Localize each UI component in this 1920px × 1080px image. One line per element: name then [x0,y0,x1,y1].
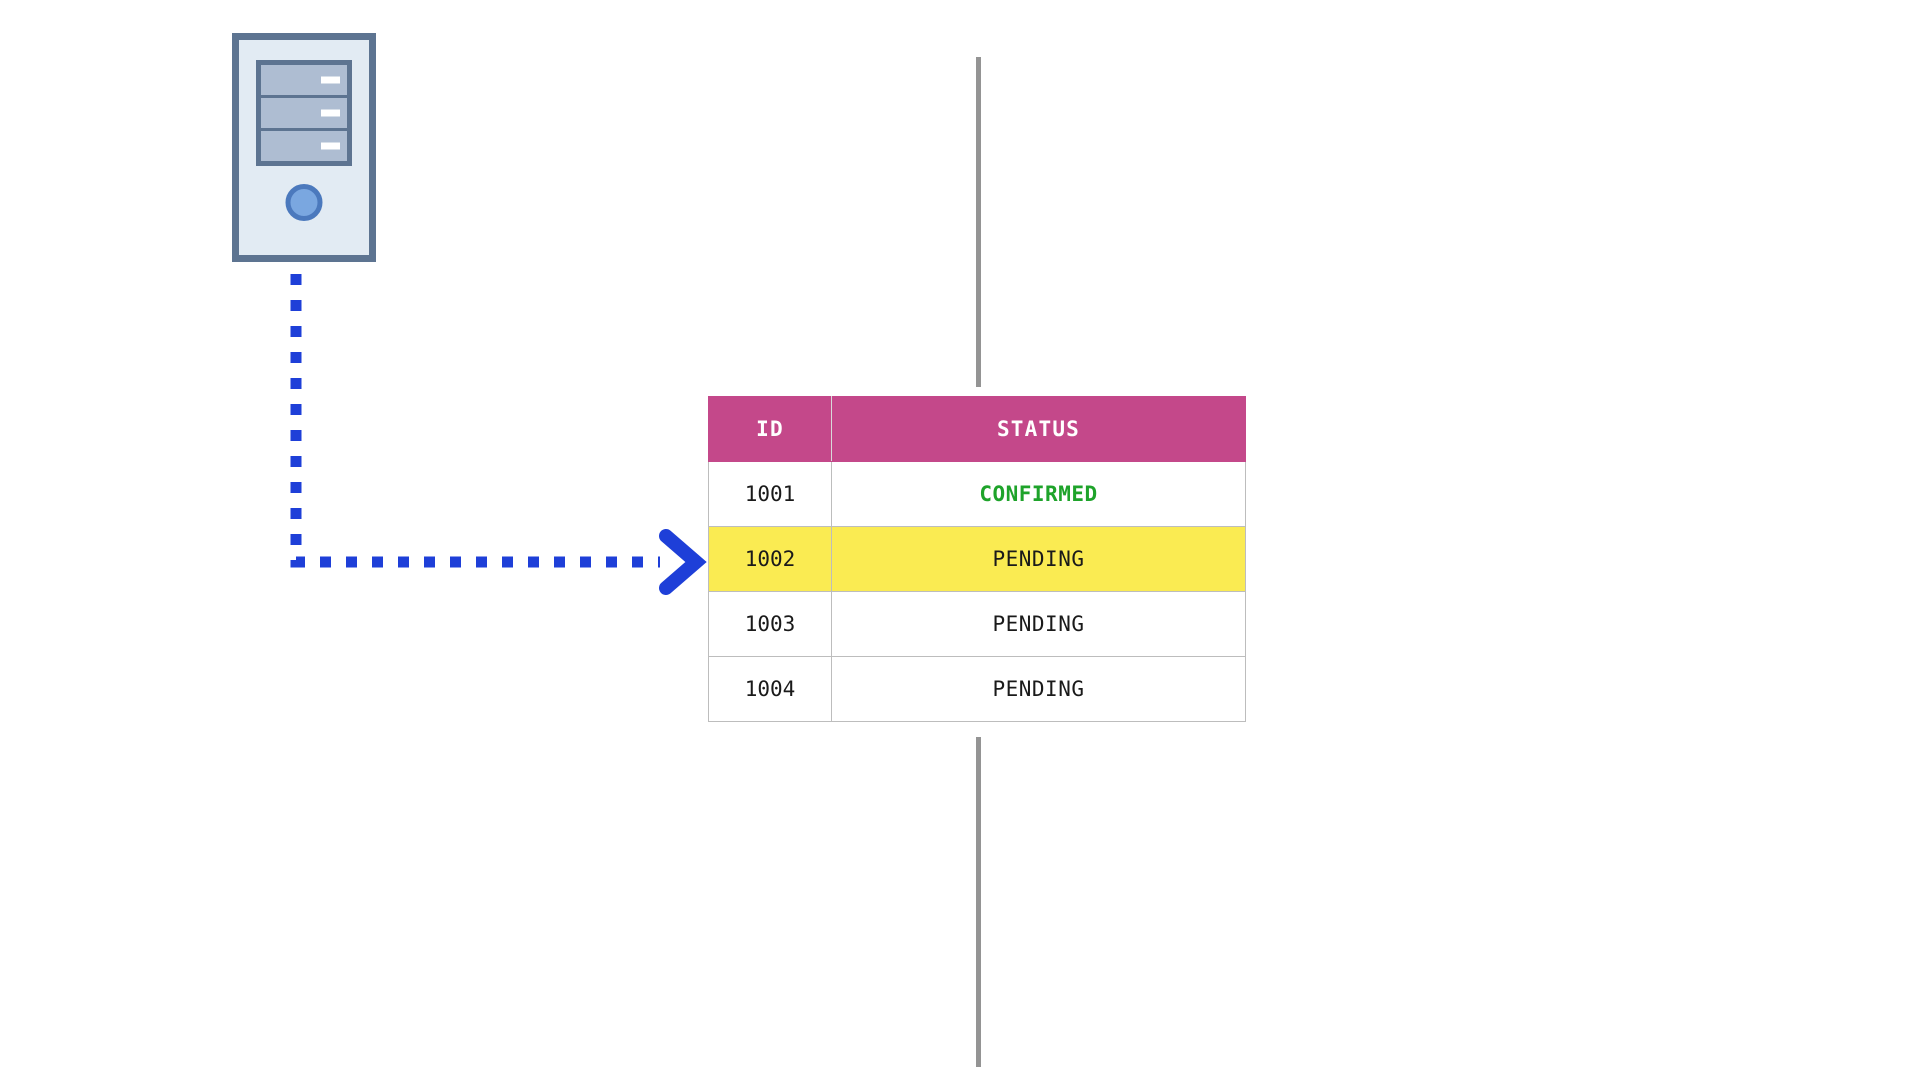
table-header-row: ID STATUS [708,396,1246,462]
drive-bay-2 [261,98,347,128]
table-row[interactable]: 1002 PENDING [708,526,1246,592]
table-row[interactable]: 1001 CONFIRMED [708,461,1246,527]
power-button-icon[interactable] [285,184,323,221]
drive-bay-1 [261,65,347,95]
cell-id: 1003 [708,591,832,657]
column-header-status[interactable]: STATUS [831,396,1246,462]
status-table: ID STATUS 1001 CONFIRMED 1002 PENDING 10… [708,396,1246,722]
cell-id: 1001 [708,461,832,527]
status-badge: PENDING [992,677,1085,701]
table-row[interactable]: 1004 PENDING [708,656,1246,722]
server-drive-bays [256,60,352,166]
drive-bay-3 [261,131,347,161]
cell-id: 1002 [708,526,832,592]
column-header-id[interactable]: ID [708,396,832,462]
cell-status: PENDING [831,591,1246,657]
table-body: 1001 CONFIRMED 1002 PENDING 1003 PENDING… [708,461,1246,722]
cell-status: CONFIRMED [831,461,1246,527]
table-row[interactable]: 1003 PENDING [708,591,1246,657]
drive-led-icon [321,109,340,117]
status-badge: CONFIRMED [979,482,1098,506]
status-badge: PENDING [992,547,1085,571]
server-icon[interactable] [232,33,376,262]
lifeline-bottom [976,737,981,1067]
cell-status: PENDING [831,526,1246,592]
arrowhead-icon [659,529,707,595]
lifeline-top [976,57,981,387]
cell-id: 1004 [708,656,832,722]
status-badge: PENDING [992,612,1085,636]
cell-status: PENDING [831,656,1246,722]
drive-led-icon [321,76,340,84]
drive-led-icon [321,142,340,150]
